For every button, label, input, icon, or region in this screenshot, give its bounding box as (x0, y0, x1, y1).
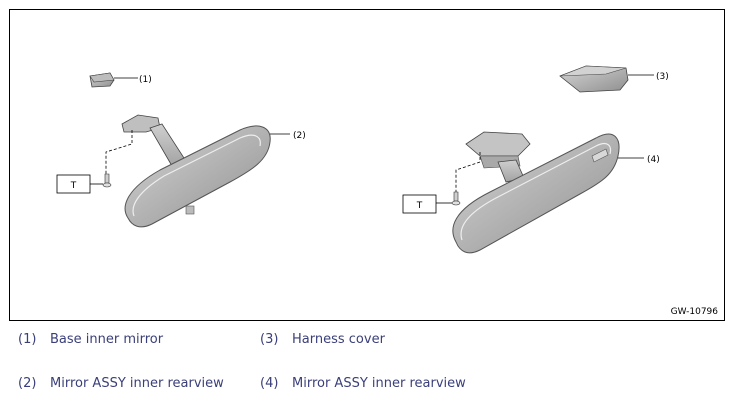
legend-num-4: (4) (260, 376, 279, 391)
legend-label-2: Mirror ASSY inner rearview (50, 376, 224, 391)
screw-guide-right (455, 152, 481, 194)
legend-num-2: (2) (18, 376, 37, 391)
legend-label-1: Base inner mirror (50, 332, 164, 347)
figure-frame: (1) (2) T (3) (9, 9, 725, 321)
callout-1: (1) (139, 75, 152, 85)
harness-cover-part (559, 65, 629, 93)
torque-label-left: T (70, 181, 77, 191)
screw-guide-left (105, 130, 133, 176)
legend-num-3: (3) (260, 332, 279, 347)
screw-left (102, 173, 112, 188)
legend-item-2: (2) Mirror ASSY inner rearview (18, 376, 224, 391)
torque-label-right: T (416, 201, 423, 211)
legend-label-4: Mirror ASSY inner rearview (292, 376, 466, 391)
parts-legend: (1) Base inner mirror (3) Harness cover (2… (0, 322, 735, 401)
legend-item-1: (1) Base inner mirror (18, 332, 163, 347)
legend-num-1: (1) (18, 332, 37, 347)
legend-label-3: Harness cover (292, 332, 385, 347)
base-inner-mirror-part (89, 72, 115, 88)
mirror-assy-left (121, 114, 271, 228)
torque-box-left (56, 174, 91, 194)
callout-3: (3) (656, 72, 669, 82)
legend-item-3: (3) Harness cover (260, 332, 385, 347)
figure-id: GW-10796 (670, 307, 718, 317)
mirror-illustration: (1) (2) T (3) (56, 65, 669, 254)
screw-right (451, 191, 461, 206)
callout-2: (2) (293, 131, 306, 141)
torque-box-right (402, 194, 437, 214)
callout-4: (4) (647, 155, 660, 165)
legend-item-4: (4) Mirror ASSY inner rearview (260, 376, 466, 391)
mirror-assy-right (452, 131, 620, 254)
